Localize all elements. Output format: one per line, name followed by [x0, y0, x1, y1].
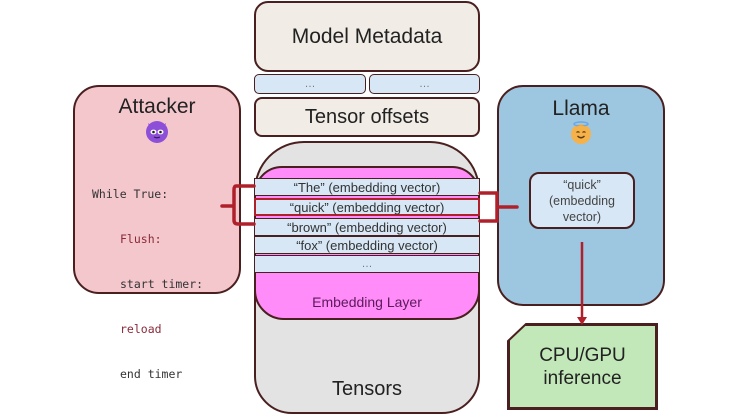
attacker-panel: [73, 85, 241, 294]
embedding-layer-label: Embedding Layer: [312, 294, 422, 310]
llama-quick-vector-box: “quick” (embedding vector): [529, 172, 635, 229]
devil-face-icon: [146, 121, 168, 143]
llama-bracket: [478, 191, 519, 223]
attacker-bracket: [220, 184, 256, 226]
kv-placeholder-1: …: [254, 74, 366, 94]
code-line-flush: Flush:: [120, 232, 162, 246]
halo-face-icon: [571, 121, 591, 144]
tensors-label: Tensors: [331, 378, 403, 400]
model-metadata-label: Model Metadata: [291, 24, 443, 48]
kv-placeholder-2: …: [369, 74, 480, 94]
embedding-row-quick-highlighted: “quick” (embedding vector): [254, 198, 480, 216]
llama-title: Llama: [552, 97, 610, 120]
quick-vector-line-1: “quick”: [563, 177, 601, 192]
code-line-start-timer: start timer:: [120, 277, 204, 291]
inference-line-1: CPU/GPU: [539, 344, 626, 366]
inference-outline: [507, 323, 658, 410]
code-line-end-timer: end timer: [120, 367, 183, 381]
code-line-reload: reload: [120, 322, 162, 336]
attacker-code: While True: Flush: start timer: reload e…: [92, 157, 203, 397]
embedding-row-brown: “brown” (embedding vector): [254, 218, 480, 236]
code-line-while: While True:: [92, 187, 169, 201]
embedding-row-ellipsis: …: [254, 255, 480, 273]
inference-arrow-head: [577, 317, 587, 325]
model-metadata-block: Model Metadata: [254, 1, 480, 72]
embedding-row-the: “The” (embedding vector): [254, 178, 480, 196]
tensor-offsets-label: Tensor offsets: [304, 105, 430, 128]
attacker-title: Attacker: [118, 95, 196, 118]
quick-vector-line-3: vector): [562, 209, 602, 224]
tensor-offsets-block: Tensor offsets: [254, 97, 480, 137]
quick-vector-line-2: (embedding: [548, 193, 615, 208]
embedding-row-fox: “fox” (embedding vector): [254, 236, 480, 254]
inference-line-2: inference: [543, 367, 622, 389]
